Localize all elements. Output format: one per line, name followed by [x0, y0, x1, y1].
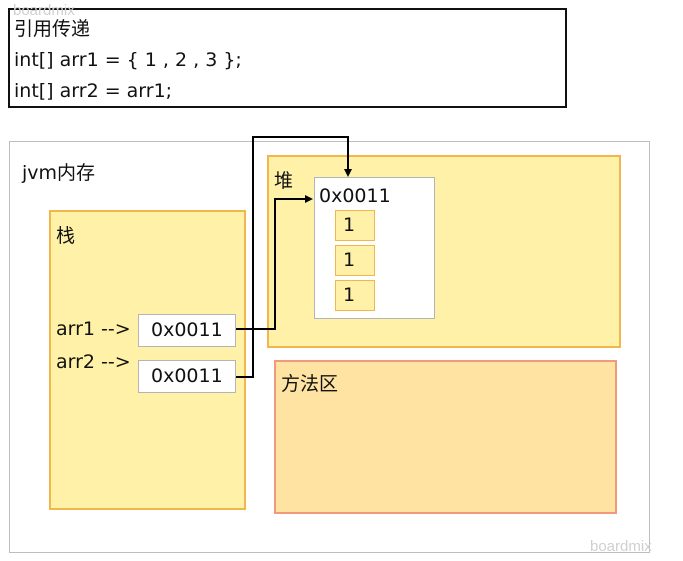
- method-area-box: [274, 360, 617, 514]
- watermark-top: boardmix: [13, 2, 75, 19]
- arr1-reference-box: 0x0011: [138, 314, 236, 347]
- stack-label: 栈: [56, 225, 76, 247]
- arr2-reference-box: 0x0011: [138, 360, 236, 393]
- arr1-arrow: [236, 195, 313, 330]
- method-area-label: 方法区: [281, 373, 339, 395]
- arr1-label: arr1 -->: [56, 318, 131, 340]
- arr2-arrow: [236, 136, 352, 378]
- code-line-1: int[] arr1 = { 1 , 2 , 3 };: [14, 49, 242, 71]
- heap-label: 堆: [274, 170, 294, 192]
- arr2-label: arr2 -->: [56, 351, 131, 373]
- array-cell: 1: [335, 245, 375, 276]
- array-address: 0x0011: [319, 185, 391, 207]
- jvm-label: jvm内存: [22, 162, 96, 184]
- array-cell: 1: [335, 280, 375, 311]
- code-box: 引用传递 int[] arr1 = { 1 , 2 , 3 }; int[] a…: [8, 8, 567, 108]
- code-line-2: int[] arr2 = arr1;: [14, 80, 173, 102]
- array-cell: 1: [335, 210, 375, 241]
- code-title: 引用传递: [14, 18, 91, 40]
- watermark-bottom: boardmix: [590, 538, 652, 555]
